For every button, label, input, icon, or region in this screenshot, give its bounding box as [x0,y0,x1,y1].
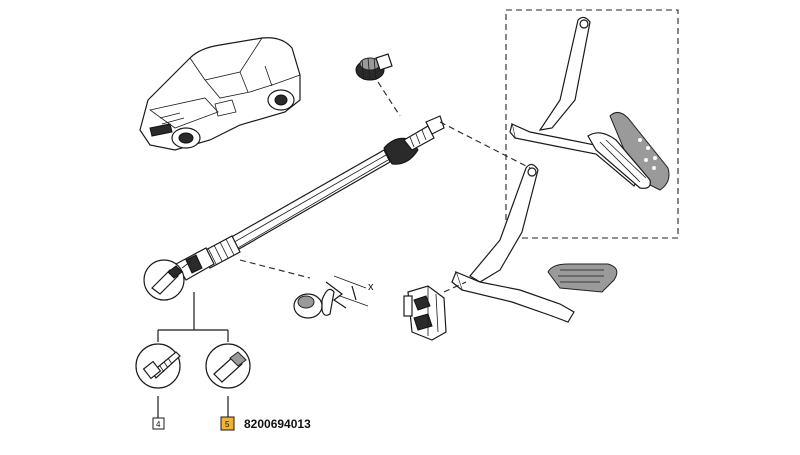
part-number: 8200694013 [244,417,311,431]
variant-bolt [135,343,181,389]
pedal-detail-box [505,9,679,239]
pedal-pad-upper [587,112,670,191]
variant-bracket [157,292,229,418]
cable-grommet [355,53,393,81]
dimension-label: x [368,281,374,293]
retaining-clip: x [293,275,374,319]
pedal-arm-lower [451,163,575,323]
pedal-bracket [403,285,447,341]
leader-lines [239,81,531,293]
car-illustration [139,37,301,151]
callout-5: 5 [220,416,235,431]
callout-4-label: 4 [156,420,161,429]
callout-4: 4 [152,417,165,430]
callout-5-label: 5 [225,420,230,429]
cable-end-detail [143,259,191,301]
clutch-cable [175,115,445,281]
callout-5-highlight [220,416,235,431]
variant-sleeve [205,343,251,389]
pedal-pad-lower [547,263,618,293]
